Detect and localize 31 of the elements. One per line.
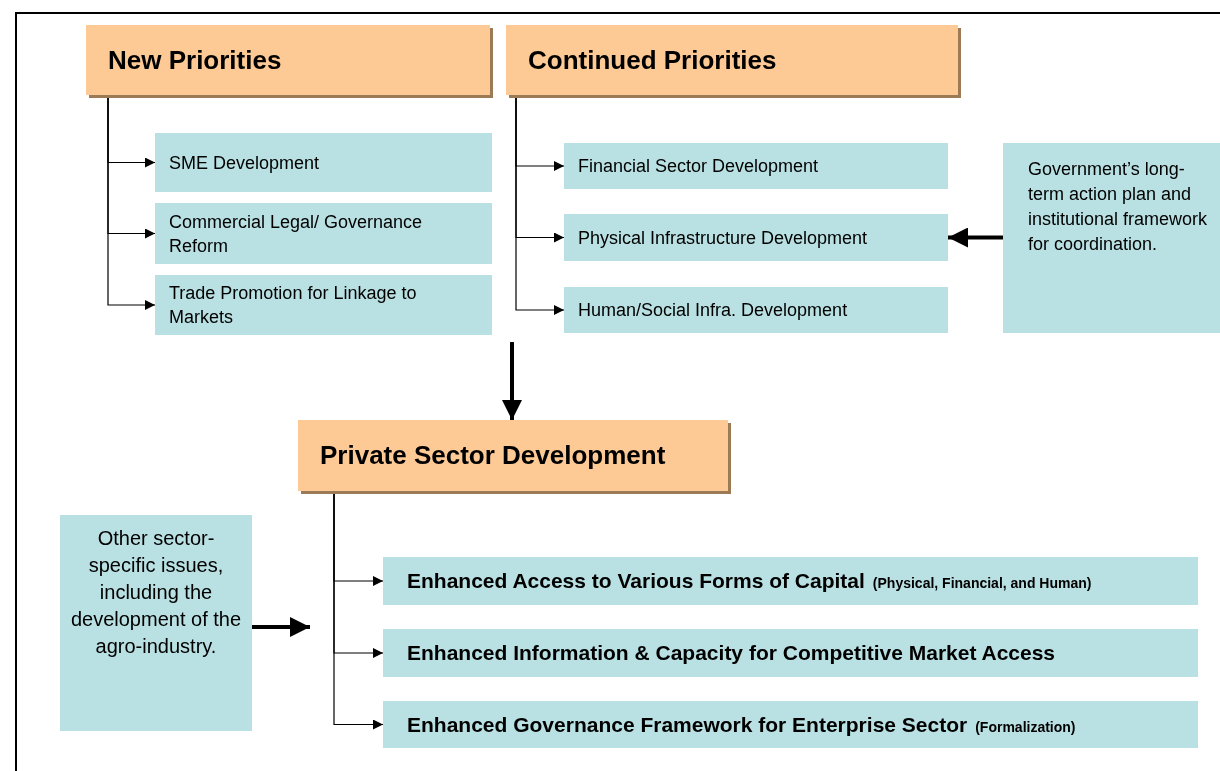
item-box bbox=[564, 143, 948, 189]
box-text: Continued Priorities bbox=[528, 43, 777, 77]
box-text: Government’s long-term action plan and institutional framework for coordination. bbox=[1028, 158, 1209, 256]
box-text: Human/Social Infra. Development bbox=[578, 299, 848, 322]
outcome-box bbox=[383, 629, 1198, 677]
header-box bbox=[86, 25, 490, 95]
box-text: Private Sector Development bbox=[320, 439, 666, 472]
header-box bbox=[506, 25, 958, 95]
box-text: SME Development bbox=[169, 151, 320, 175]
box-text: Enhanced Access to Various Forms of Capital (Physical, Financial, and Human) bbox=[407, 568, 1092, 595]
note-box bbox=[1003, 143, 1220, 333]
box-text: New Priorities bbox=[108, 43, 282, 77]
header-box bbox=[298, 420, 728, 491]
outcome-box bbox=[383, 701, 1198, 748]
box-text: Financial Sector Development bbox=[578, 155, 819, 178]
box-text: Commercial Legal/ Governance Reform bbox=[169, 210, 424, 258]
outcome-box bbox=[383, 557, 1198, 605]
item-box bbox=[564, 214, 948, 261]
arrow bbox=[502, 342, 522, 420]
box-text: Other sector-specific issues, including the development of the agro-industry. bbox=[70, 526, 242, 659]
arrow bbox=[948, 227, 1003, 248]
box-text: Enhanced Information & Capacity for Competitive Market Access bbox=[407, 640, 1056, 667]
item-box bbox=[564, 287, 948, 333]
note-box bbox=[60, 515, 252, 731]
box-text: Enhanced Governance Framework for Enterprise Sector (Formalization) bbox=[407, 711, 1076, 738]
item-box bbox=[155, 133, 492, 192]
box-text: Physical Infrastructure Development bbox=[578, 226, 868, 250]
item-box bbox=[155, 203, 492, 264]
arrow bbox=[252, 617, 310, 637]
item-box bbox=[155, 275, 492, 335]
box-text: Trade Promotion for Linkage to Markets bbox=[169, 282, 418, 329]
